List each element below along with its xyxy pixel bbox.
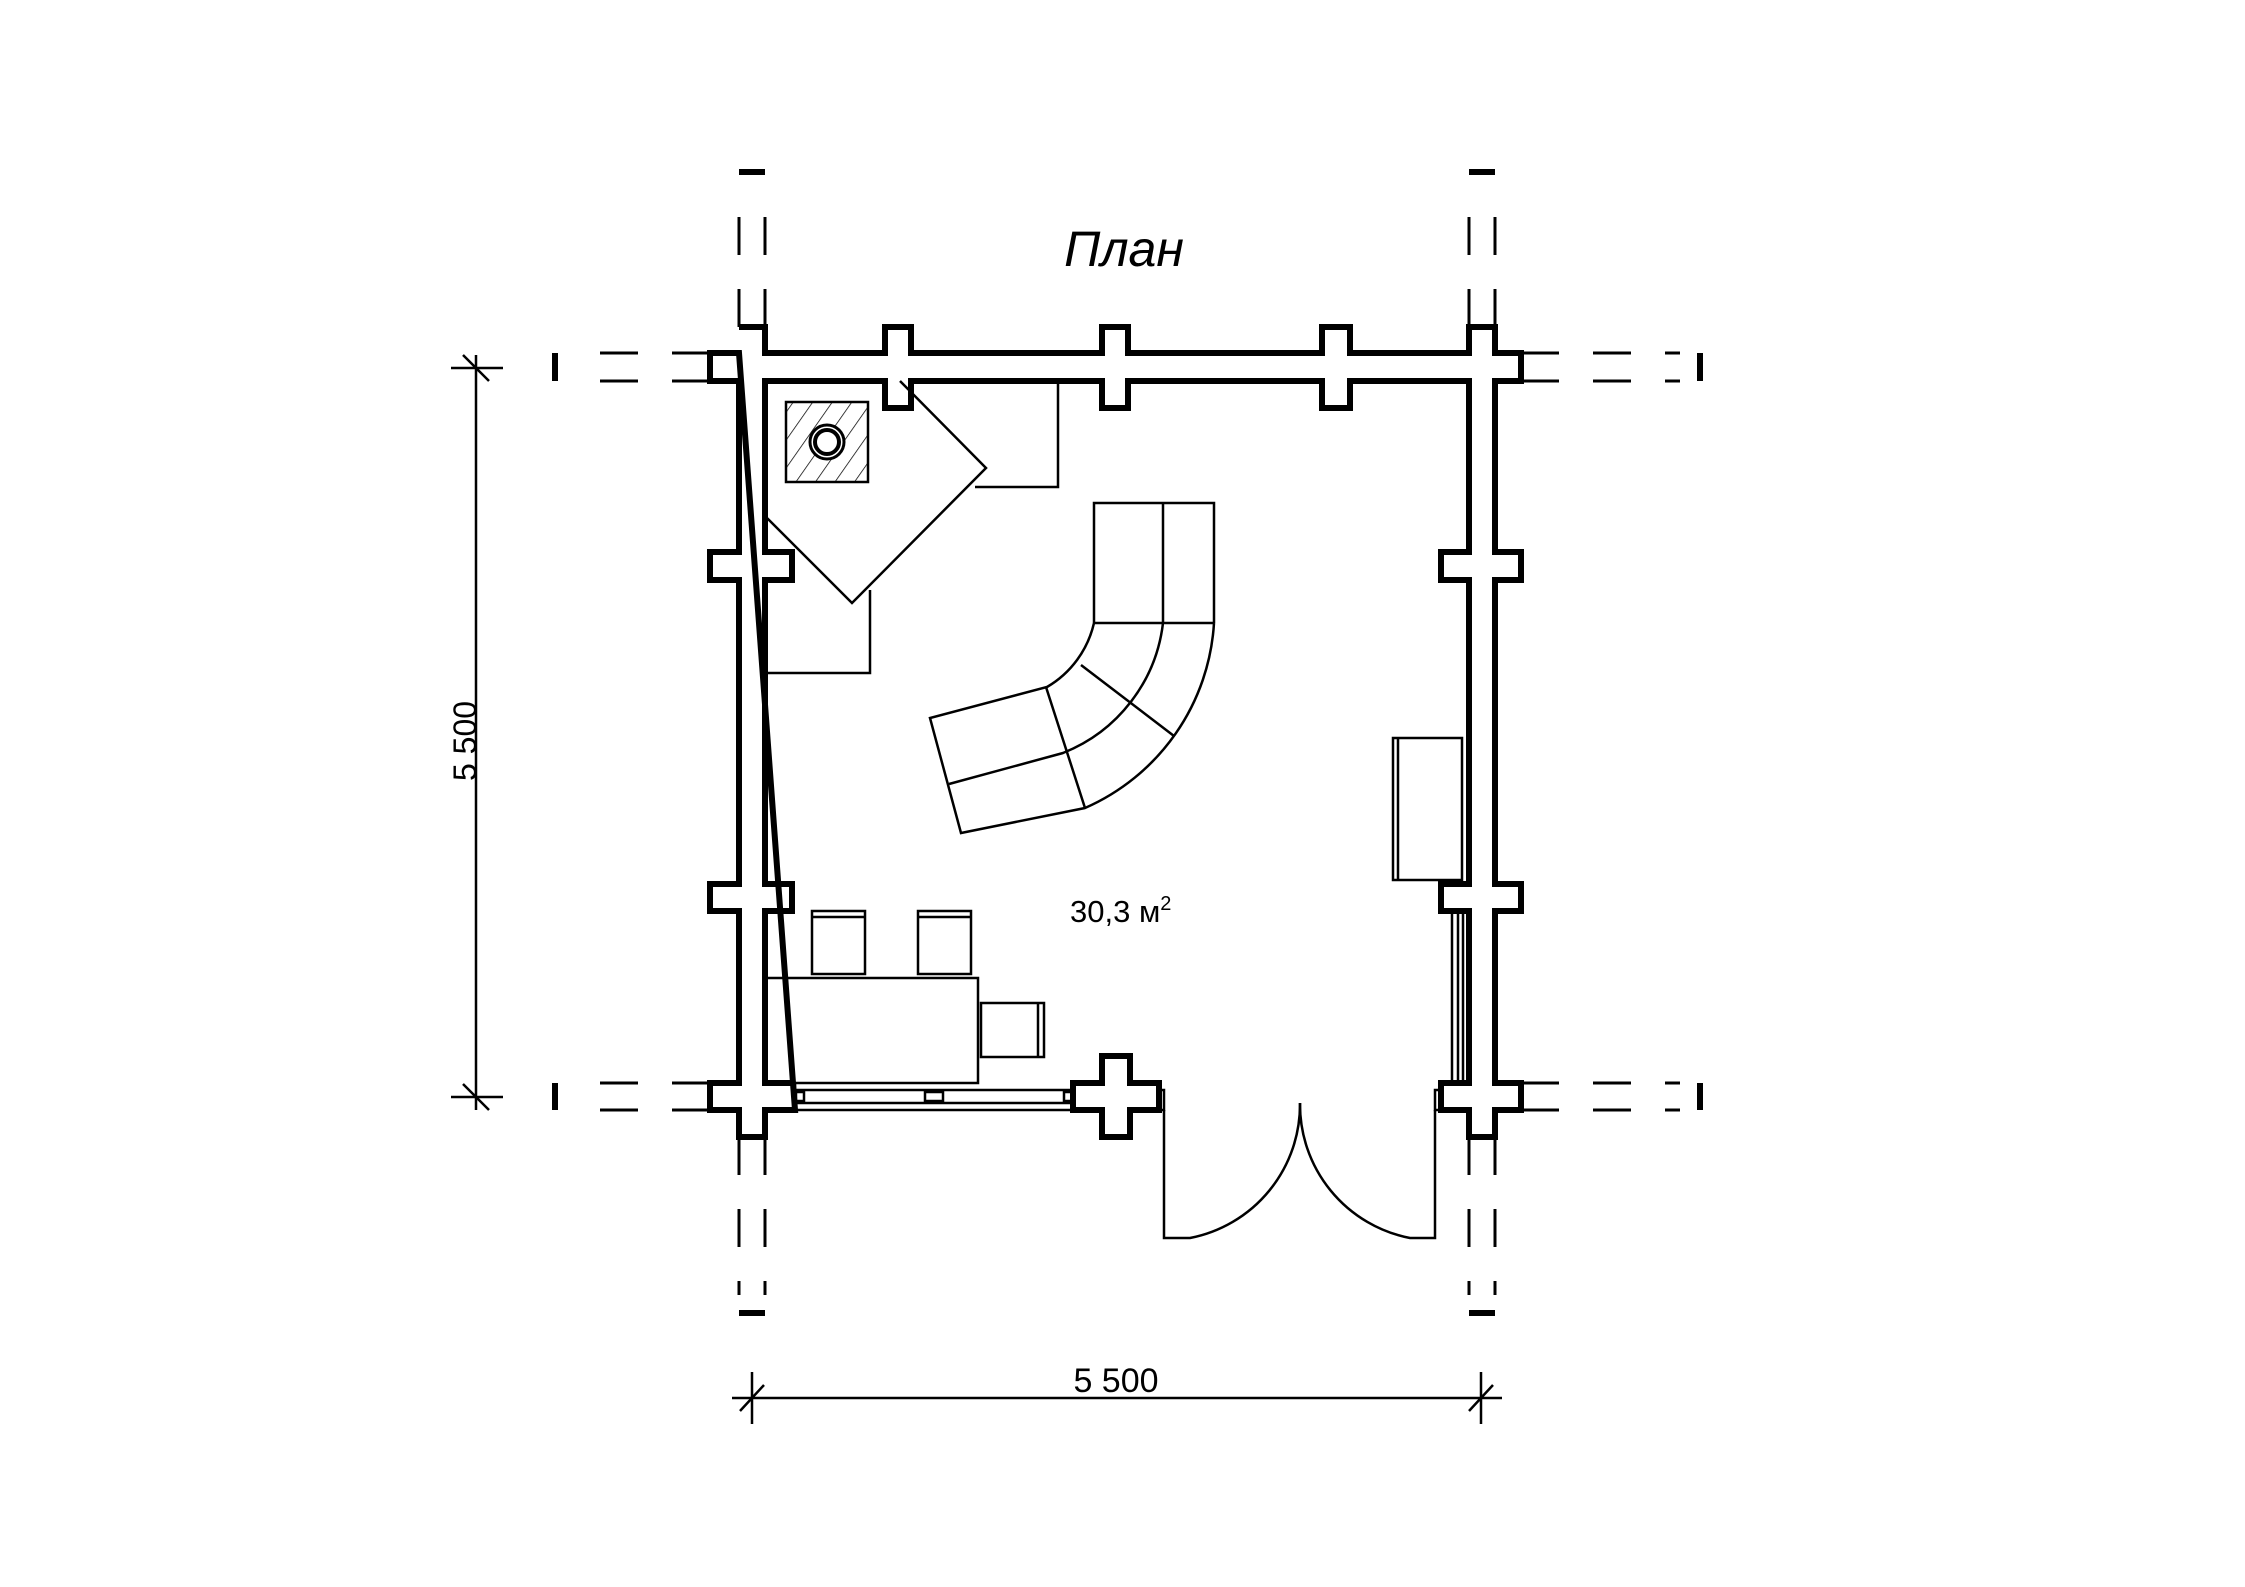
stove <box>763 379 1060 675</box>
area-superscript: 2 <box>1160 893 1171 915</box>
window-bottom <box>793 1083 1075 1112</box>
window-right <box>1450 911 1465 1083</box>
dimension-width-label: 5 500 <box>1073 1362 1158 1400</box>
plan-title: План <box>1064 221 1184 277</box>
cabinet <box>1391 736 1464 882</box>
dining-set <box>763 909 1046 1085</box>
room-area-label: 30,3 м2 <box>1070 893 1171 929</box>
dimension-width: 5 500 <box>732 1362 1502 1424</box>
chimney <box>784 400 870 484</box>
entrance-door <box>1159 1088 1441 1240</box>
axis-extensions <box>552 169 1703 1316</box>
corner-sofa <box>928 501 1216 835</box>
dimension-height: 5 500 <box>447 354 503 1111</box>
dimension-height-label: 5 500 <box>447 701 483 781</box>
